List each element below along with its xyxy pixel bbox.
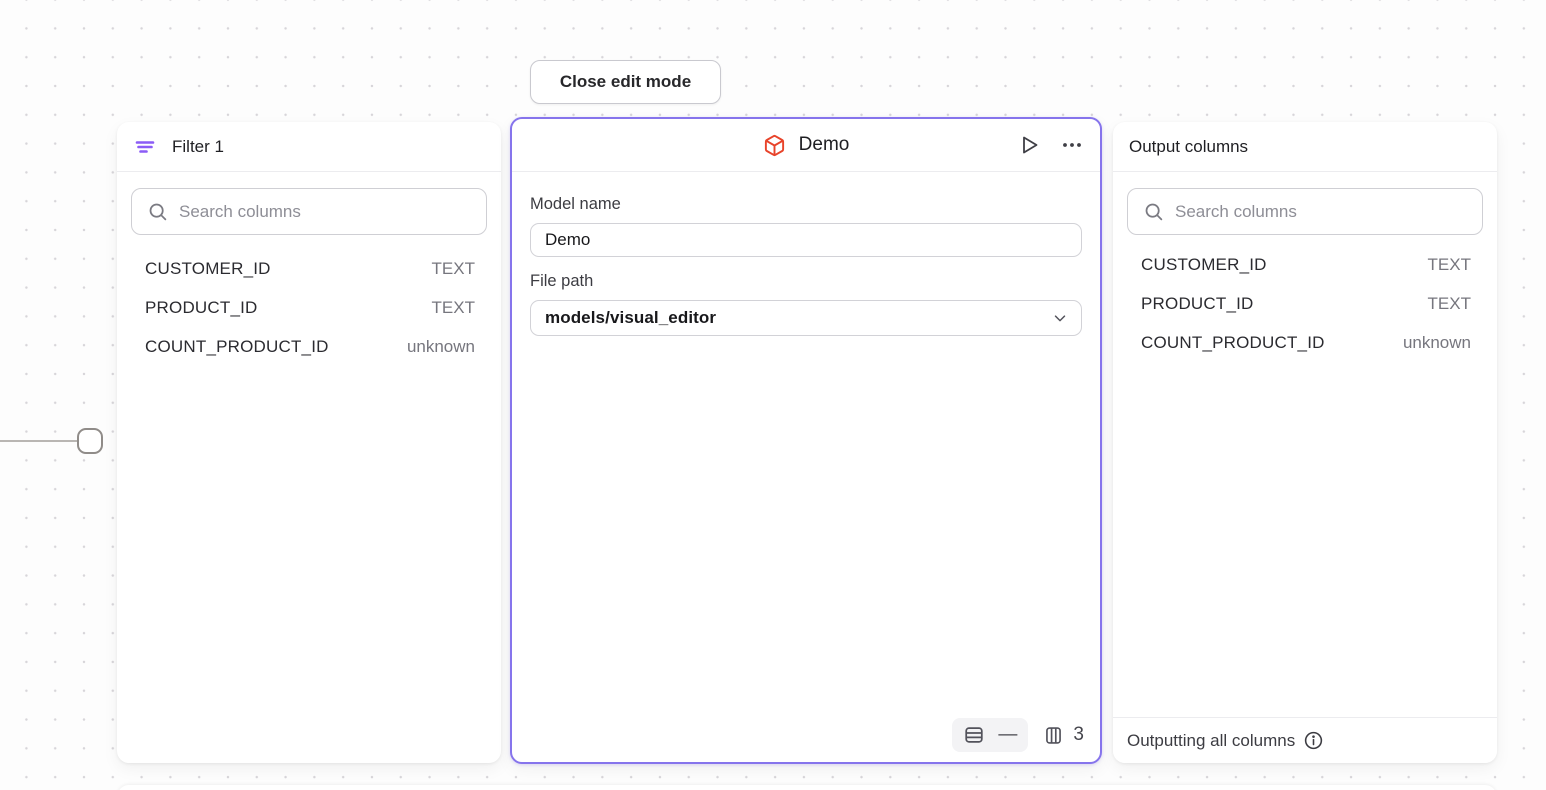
model-node-footer: — 3 <box>952 718 1084 752</box>
model-node-title: Demo <box>798 134 850 155</box>
output-search-box[interactable] <box>1127 188 1483 235</box>
column-row[interactable]: COUNT_PRODUCT_ID unknown <box>145 327 475 366</box>
column-name: PRODUCT_ID <box>145 297 258 317</box>
output-column-list: CUSTOMER_ID TEXT PRODUCT_ID TEXT COUNT_P… <box>1113 243 1497 362</box>
column-row[interactable]: COUNT_PRODUCT_ID unknown <box>1141 323 1471 362</box>
column-row[interactable]: CUSTOMER_ID TEXT <box>1141 245 1471 284</box>
model-node-body: Model name File path models/visual_edito… <box>512 172 1100 336</box>
output-columns-panel: Output columns CUSTOMER_ID TEXT PRODUCT_… <box>1113 122 1497 763</box>
filter-search-input[interactable] <box>179 201 471 222</box>
filter-column-list: CUSTOMER_ID TEXT PRODUCT_ID TEXT COUNT_P… <box>117 243 501 366</box>
more-options-button[interactable] <box>1058 131 1086 159</box>
file-path-label: File path <box>530 272 594 290</box>
filter-icon <box>133 135 157 159</box>
chevron-down-icon <box>1051 309 1069 327</box>
column-type: TEXT <box>1427 293 1471 313</box>
filter-node-header: Filter 1 <box>117 122 501 172</box>
file-path-value: models/visual_editor <box>545 308 717 327</box>
column-name: COUNT_PRODUCT_ID <box>145 336 329 356</box>
column-name: PRODUCT_ID <box>1141 293 1254 313</box>
edge-connector-line <box>0 440 78 442</box>
column-type: TEXT <box>1427 254 1471 274</box>
column-row[interactable]: PRODUCT_ID TEXT <box>145 288 475 327</box>
column-count-value: 3 <box>1073 724 1084 745</box>
column-name: CUSTOMER_ID <box>1141 254 1267 274</box>
model-cube-icon <box>763 134 786 157</box>
column-count-group[interactable]: 3 <box>1043 724 1084 746</box>
info-icon[interactable] <box>1303 730 1324 751</box>
close-edit-mode-button[interactable]: Close edit mode <box>530 60 721 104</box>
column-row[interactable]: PRODUCT_ID TEXT <box>1141 284 1471 323</box>
column-type: unknown <box>1402 332 1471 352</box>
file-path-select[interactable]: models/visual_editor <box>530 300 1082 336</box>
column-type: TEXT <box>431 297 475 317</box>
run-model-button[interactable] <box>1015 131 1043 159</box>
outputting-all-columns-text: Outputting all columns <box>1127 730 1296 750</box>
model-name-input[interactable] <box>530 223 1082 257</box>
model-node-header: Demo <box>512 119 1100 172</box>
output-columns-footer: Outputting all columns <box>1113 717 1497 763</box>
column-type: unknown <box>406 336 475 356</box>
edge-connector-handle[interactable] <box>77 428 103 454</box>
output-columns-title: Output columns <box>1129 136 1249 156</box>
column-row[interactable]: CUSTOMER_ID TEXT <box>145 249 475 288</box>
search-icon <box>147 201 168 222</box>
filter-search-box[interactable] <box>131 188 487 235</box>
columns-icon <box>1043 725 1064 746</box>
rows-icon <box>963 724 985 746</box>
model-name-label: Model name <box>530 195 621 213</box>
column-name: COUNT_PRODUCT_ID <box>1141 332 1325 352</box>
column-name: CUSTOMER_ID <box>145 258 271 278</box>
filter-node-panel: Filter 1 CUSTOMER_ID TEXT PRODUCT_ID TEX… <box>117 122 501 763</box>
ellipsis-icon <box>1060 133 1084 157</box>
column-type: TEXT <box>431 258 475 278</box>
preview-panel-edge <box>117 785 1497 790</box>
row-count-value: — <box>998 724 1018 745</box>
output-search-input[interactable] <box>1175 201 1467 222</box>
output-columns-header: Output columns <box>1113 122 1497 172</box>
play-icon <box>1017 133 1041 157</box>
row-count-pill[interactable]: — <box>952 718 1029 752</box>
search-icon <box>1143 201 1164 222</box>
filter-node-title: Filter 1 <box>172 136 224 156</box>
model-node-panel: Demo Mod <box>510 117 1102 764</box>
